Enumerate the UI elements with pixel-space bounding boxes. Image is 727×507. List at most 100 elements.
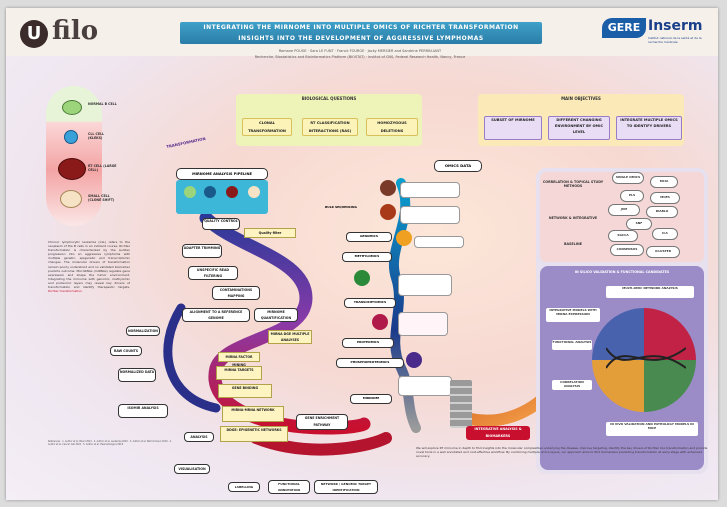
- correlation-methods-title: CORRELATION & TOPICAL STUDY METHODS: [542, 180, 604, 189]
- method-bubble-8: SGCCA: [608, 230, 638, 242]
- methylomics-card: [400, 206, 460, 224]
- sample-cll-icon: [204, 186, 216, 198]
- phosphoproteomics-label: PHOSPHOPROTEOMICS: [336, 358, 404, 368]
- method-bubble-11: iCLUSTER: [646, 246, 680, 258]
- network-target-card: NETWORK / GENOMIC TARGET IDENTIFICATION: [314, 480, 378, 494]
- author-list: Romane POUGE · Sara LE FUNT · Franck FOU…: [278, 49, 442, 53]
- omics-data-title: OMICS DATA: [434, 160, 482, 172]
- rt-cell-icon: [58, 158, 86, 180]
- integrative-analysis-badge: INTEGRATIVE ANALYSIS & BIOMARKERS: [466, 426, 530, 440]
- authors-block: Romane POUGE · Sara LE FUNT · Franck FOU…: [190, 48, 530, 60]
- genomics-card: [400, 182, 460, 198]
- inserm-logo: GERE Inserm Institut national de la sant…: [602, 18, 712, 48]
- server-stack-icon: [450, 380, 472, 428]
- mirna-targets-card: MIRNA TARGETS: [216, 366, 262, 380]
- secondary-ribbon: [163, 303, 221, 413]
- objective-3: INTEGRATE MULTIPLE OMICS TO IDENTIFY DRI…: [616, 116, 682, 140]
- inserm-subtitle: Institut national de la santé et de la r…: [648, 36, 702, 44]
- cll-cell-label: CLL CELL (KLEKS): [88, 132, 105, 140]
- labelling-card: LABELLING: [228, 482, 260, 492]
- quality-control-card: QUALITY CONTROL: [202, 218, 240, 230]
- functional-analysis-label: FUNCTIONAL ANALYSIS: [552, 340, 592, 350]
- method-bubble-7: SNF: [626, 218, 652, 230]
- small-cell-label: SMALL CELL (CLONE SHIFT): [88, 194, 115, 202]
- proteomics-card: [398, 274, 452, 296]
- method-bubble-3: PLS: [620, 190, 644, 202]
- clustering-anchor: [196, 300, 197, 301]
- bio-question-3: HOMOZYGOUS DELETIONS: [366, 118, 418, 136]
- methylomics-icon: [380, 204, 396, 220]
- isomir-analysis-card: ISOMIR ANALYSIS: [118, 404, 168, 418]
- genomics-label: GENOMICS: [346, 232, 392, 242]
- method-bubble-2: MCIA: [650, 176, 678, 188]
- unspecific-reads-card: UNSPECIFIC READ FILTERING: [188, 266, 238, 280]
- multi-omic-network-label: MULTI-OMIC NETWORK ANALYSIS: [606, 286, 694, 298]
- main-objectives-title: MAIN OBJECTIVES: [561, 96, 601, 101]
- bio-question-2: RT CLASSIFICATION INTERACTIONS (RAS): [302, 118, 358, 136]
- objective-1: SUBSET OF MIRNOME: [484, 116, 542, 140]
- references: References · 1. Author et al. Blood 2021…: [48, 440, 172, 446]
- sample-normal-icon: [184, 186, 196, 198]
- network-integrative-label: NETWORK & INTEGRATIVE: [548, 216, 598, 220]
- affiliation: Recherche, Biostatistics and Bioinformat…: [254, 55, 466, 59]
- bio-question-1: CLONAL TRANSFORMATION: [242, 118, 292, 136]
- method-bubble-1: SINGLE OMICS: [612, 172, 644, 184]
- mirna-factor-card: MIRNA FACTOR MINING: [218, 352, 260, 367]
- proteomics-icon: [354, 270, 370, 286]
- proteomics-cell-icon: [372, 314, 388, 330]
- genomics-icon: [380, 180, 396, 196]
- normalized-data-card: NORMALIZED DATA: [118, 368, 156, 382]
- transcriptomics-card: [414, 236, 464, 248]
- inserm-wordmark: Inserm: [648, 18, 703, 34]
- cll-cell-icon: [64, 130, 78, 144]
- transcriptomics-icon: [396, 230, 412, 246]
- method-bubble-6: DIABLO: [646, 206, 678, 218]
- objective-2: DIFFERENT CHANGING ENVIRONMENT BY OMIC L…: [548, 116, 610, 140]
- validation-title: IN SILICO VALIDATION & FUNCTIONAL CANDID…: [574, 270, 670, 274]
- sample-small-icon: [248, 186, 260, 198]
- method-bubble-5: JIVE: [608, 204, 640, 216]
- quality-filter-card: Quality filter: [244, 228, 296, 238]
- correlation-analysis-label: CORRELATION ANALYSIS: [552, 380, 592, 390]
- sample-panel: [176, 180, 268, 214]
- proteomics-label: PROTEOMICS: [342, 338, 394, 348]
- mirna-dge-card: MIRNA DGE MULTIPLE ANALYSES: [268, 330, 312, 344]
- normal-b-cell-icon: [62, 100, 82, 115]
- mirnome-card: [398, 376, 452, 396]
- introduction-text: Chronic lymphocytic leukemia (CLL) refer…: [48, 240, 130, 334]
- analysis-card: ANALYSIS: [184, 432, 214, 442]
- normal-cell-label: NORMAL B CELL: [88, 102, 117, 106]
- proteomics-plot-card: [398, 312, 448, 336]
- filo-logo: filo: [52, 16, 99, 46]
- biological-questions-title: BIOLOGICAL QUESTIONS: [301, 96, 357, 101]
- raw-counts-card: RAW COUNTS: [110, 346, 142, 356]
- ddge-card: DDGE: EPIGENETIC NETWORKS: [220, 426, 288, 442]
- adapter-trimming-card: ADAPTER TRIMMING: [182, 244, 222, 258]
- title-line-2: INSIGHTS INTO THE DEVELOPMENT OF AGGRESS…: [238, 35, 484, 42]
- poster: U filo INTEGRATING THE MIRNOME INTO MULT…: [6, 8, 718, 500]
- alignment-card: ALIGNMENT TO A REFERENCE GENOME: [182, 308, 250, 322]
- mrna-network-card: MIRNA-MRNA NETWORK: [222, 406, 284, 422]
- method-bubble-9: ICA: [652, 228, 678, 240]
- title-line-1: INTEGRATING THE MIRNOME INTO MULTIPLE OM…: [203, 24, 519, 31]
- method-bubble-10: CONSENSUS: [610, 244, 644, 256]
- method-bubble-4: MOFA: [650, 192, 680, 204]
- conclusion-text: We will explore RT mirnome in depth to f…: [416, 446, 708, 459]
- rt-cell-label: RT CELL (LARGE CELL): [88, 164, 117, 172]
- bulk-sequencing-label: BULK SEQUENCING: [324, 205, 358, 209]
- sample-rt-icon: [226, 186, 238, 198]
- intro-paragraph: Chronic lymphocytic leukemia (CLL) refer…: [48, 240, 130, 290]
- poster-title: INTEGRATING THE MIRNOME INTO MULTIPLE OM…: [180, 22, 542, 44]
- mirnome-pipeline-title: MIRNOME ANALYSIS PIPELINE: [176, 168, 268, 180]
- university-logo-icon: U: [20, 20, 48, 48]
- gene-binding-card: GENE BINDING: [218, 384, 272, 398]
- network-curves-icon: [606, 347, 686, 369]
- transcriptomics-label: TRANSCRIPTOMICS: [344, 298, 396, 308]
- methylomics-label: METHYLOMICS: [342, 252, 392, 262]
- gere-logo: GERE: [602, 18, 646, 38]
- mirnome-label: MIRNOME: [350, 394, 392, 404]
- intro-highlight: Richter transformation: [48, 289, 82, 294]
- analysis-ribbon: [250, 432, 392, 456]
- normalization-card: NORMALIZATION: [126, 326, 160, 336]
- in-vivo-validation-label: IN VIVO VALIDATION AND PATHOLOGY MODELS …: [606, 422, 698, 436]
